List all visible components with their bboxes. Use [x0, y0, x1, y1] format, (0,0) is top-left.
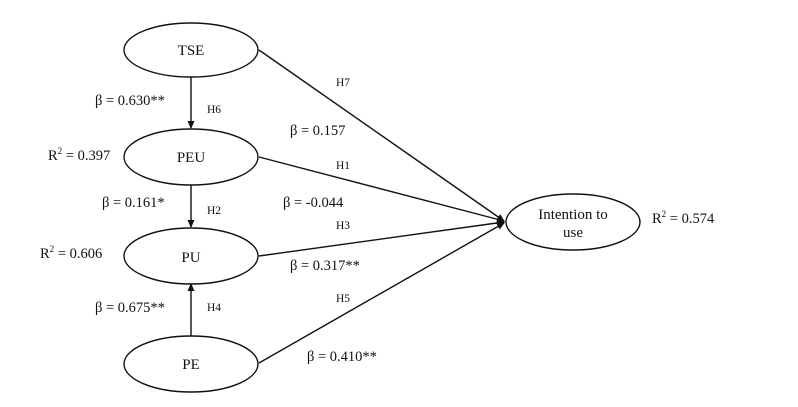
- hypothesis-h4: H4: [207, 302, 221, 314]
- node-pe: PE: [123, 335, 259, 393]
- r-squared-peu: R2 = 0.397: [48, 146, 110, 164]
- r-squared-intention: R2 = 0.574: [652, 209, 715, 227]
- path-h3-arrow: [258, 219, 505, 257]
- r-squared-pu: R2 = 0.606: [40, 244, 102, 262]
- hypothesis-h5: H5: [336, 293, 350, 305]
- node-peu: PEU: [123, 128, 259, 186]
- beta-h1: β = -0.044: [283, 195, 344, 211]
- path-h7-arrow: [258, 49, 505, 222]
- node-intention-to-use: Intention to use: [505, 193, 641, 251]
- hypothesis-h3: H3: [336, 220, 350, 232]
- node-pu: PU: [123, 227, 259, 285]
- node-label: PU: [181, 250, 200, 266]
- node-label-line1: Intention to: [538, 207, 608, 223]
- hypothesis-h1: H1: [336, 160, 350, 172]
- node-label: TSE: [178, 43, 205, 59]
- hypothesis-h6: H6: [207, 104, 221, 116]
- beta-h6: β = 0.630**: [95, 93, 165, 109]
- node-label-line2: use: [563, 225, 583, 241]
- beta-h3: β = 0.317**: [290, 258, 360, 274]
- beta-h4: β = 0.675**: [95, 300, 165, 316]
- beta-h5: β = 0.410**: [307, 349, 377, 365]
- beta-h2: β = 0.161*: [102, 195, 165, 211]
- path-h5-arrow: [258, 222, 505, 364]
- node-label: PEU: [177, 150, 206, 166]
- hypothesis-h7: H7: [336, 77, 350, 89]
- node-tse: TSE: [123, 22, 259, 78]
- path-h1-arrow: [258, 156, 505, 223]
- node-label: PE: [182, 357, 200, 373]
- beta-h7: β = 0.157: [290, 123, 345, 139]
- hypothesis-h2: H2: [207, 205, 221, 217]
